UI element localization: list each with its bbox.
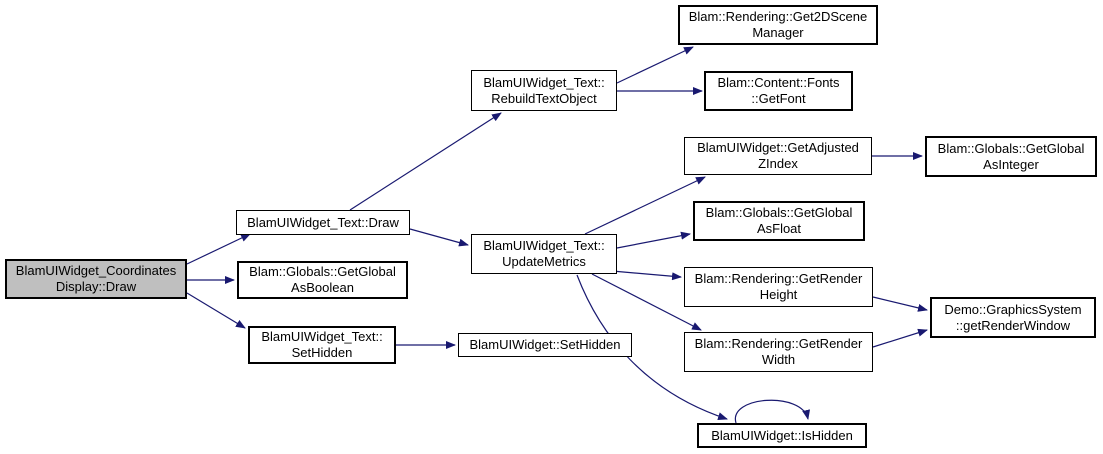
edge-width-to-window (872, 328, 928, 348)
node-getrender-width[interactable]: Blam::Rendering::GetRender Width (684, 332, 873, 372)
node-widget-sethidden[interactable]: BlamUIWidget::SetHidden (458, 333, 632, 357)
edge-root-to-text-draw (186, 233, 251, 265)
edge-updatemetrics-to-ishidden (576, 274, 728, 420)
edge-updatemetrics-to-width (591, 273, 702, 331)
node-update-metrics[interactable]: BlamUIWidget_Text:: UpdateMetrics (471, 234, 617, 274)
node-text-sethidden[interactable]: BlamUIWidget_Text:: SetHidden (248, 326, 396, 364)
edge-root-to-text-sethidden (186, 292, 246, 329)
node-text-draw[interactable]: BlamUIWidget_Text::Draw (236, 210, 410, 235)
edge-updatemetrics-to-zindex (584, 176, 706, 235)
node-getglobal-asboolean[interactable]: Blam::Globals::GetGlobal AsBoolean (237, 261, 408, 299)
node-get-render-window[interactable]: Demo::GraphicsSystem ::getRenderWindow (930, 297, 1096, 338)
edge-height-to-window (872, 296, 928, 312)
node-is-hidden[interactable]: BlamUIWidget::IsHidden (697, 423, 867, 448)
node-coordinates-display-draw: BlamUIWidget_Coordinates Display::Draw (5, 259, 187, 299)
node-rebuild-text-object[interactable]: BlamUIWidget_Text:: RebuildTextObject (471, 70, 617, 111)
edge-updatemetrics-to-height (611, 270, 682, 281)
edge-draw-to-updatemetrics (409, 228, 469, 247)
edge-draw-to-rebuild (349, 112, 502, 211)
node-getglobal-asinteger[interactable]: Blam::Globals::GetGlobal AsInteger (925, 136, 1097, 177)
node-get-adjusted-zindex[interactable]: BlamUIWidget::GetAdjusted ZIndex (684, 137, 872, 175)
node-getrender-height[interactable]: Blam::Rendering::GetRender Height (684, 267, 873, 307)
node-get2dscene-manager[interactable]: Blam::Rendering::Get2DScene Manager (678, 5, 878, 45)
edge-ishidden-self-loop (735, 399, 811, 424)
node-fonts-getfont[interactable]: Blam::Content::Fonts ::GetFont (704, 71, 853, 111)
edge-updatemetrics-to-asfloat (616, 231, 691, 249)
node-getglobal-asfloat[interactable]: Blam::Globals::GetGlobal AsFloat (693, 201, 865, 241)
edge-rebuild-to-get2dscene (616, 46, 694, 84)
